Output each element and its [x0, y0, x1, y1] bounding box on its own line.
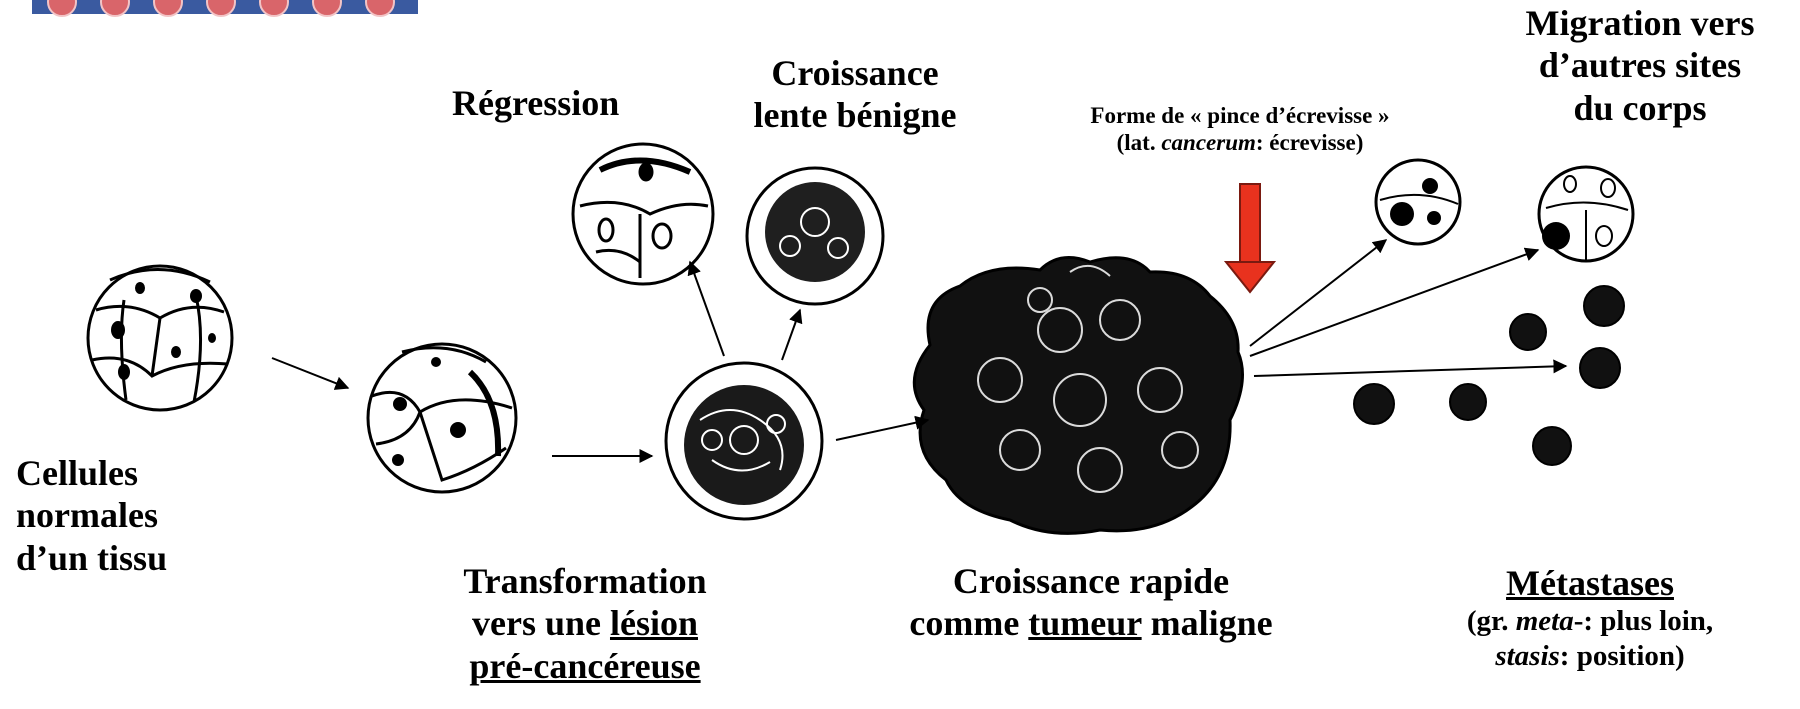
transformation-line-3: pré-cancéreuse: [420, 645, 750, 687]
metastases-line-2: (gr. meta-: plus loin,: [1400, 604, 1780, 638]
metastases-line-2-post: -: plus loin,: [1574, 605, 1713, 637]
transforming-cells-illustration: [368, 344, 516, 492]
transformation-line-2: vers une lésion: [420, 602, 750, 644]
label-benign-growth: Croissance lente bénigne: [720, 52, 990, 137]
label-normal-cells: Cellules normales d’un tissu: [16, 452, 167, 579]
label-crab-shape: Forme de « pince d’écrevisse » (lat. can…: [1010, 102, 1470, 156]
metastases-line-2-pre: (gr.: [1467, 605, 1516, 637]
transformation-lesion-term: lésion: [610, 603, 698, 643]
metastases-line-3-post: : position): [1560, 640, 1685, 672]
metastases-stasis-term: stasis: [1495, 640, 1559, 672]
logo-icon: [32, 0, 418, 16]
benign-growth-illustration: [747, 168, 883, 304]
malignant-line-1: Croissance rapide: [866, 560, 1316, 602]
transformation-line-1: Transformation: [420, 560, 750, 602]
malignant-tumour-term: tumeur: [1028, 603, 1141, 643]
metastases-line-3: stasis: position): [1400, 639, 1780, 673]
normal-cells-line-2: normales: [16, 494, 167, 536]
regression-text: Régression: [452, 83, 619, 123]
metastatic-cells-small: [1354, 286, 1624, 465]
label-transformation: Transformation vers une lésion pré-cancé…: [420, 560, 750, 687]
precancerous-lesion-illustration: [666, 363, 822, 519]
crab-line-2-pre: (lat.: [1117, 130, 1162, 155]
migration-line-3: du corps: [1480, 87, 1800, 129]
down-arrow-icon: [1226, 184, 1274, 292]
transformation-line-2-text: vers une: [472, 603, 610, 643]
malignant-line-2-post: maligne: [1142, 603, 1273, 643]
normal-cells-line-3: d’un tissu: [16, 537, 167, 579]
metastases-title: Métastases: [1400, 562, 1780, 604]
benign-line-2: lente bénigne: [720, 94, 990, 136]
label-metastases: Métastases (gr. meta-: plus loin, stasis…: [1400, 562, 1780, 673]
malignant-line-2-pre: comme: [909, 603, 1028, 643]
regression-illustration: [573, 144, 713, 284]
crab-line-1: Forme de « pince d’écrevisse »: [1010, 102, 1470, 129]
label-malignant-growth: Croissance rapide comme tumeur maligne: [866, 560, 1316, 645]
migration-line-2: d’autres sites: [1480, 44, 1800, 86]
malignant-tumour-illustration: [914, 258, 1242, 534]
metastatic-cell-large-2: [1539, 167, 1633, 261]
crab-line-2-post: : écrevisse): [1256, 130, 1364, 155]
benign-line-1: Croissance: [720, 52, 990, 94]
crab-latin-term: cancerum: [1161, 130, 1256, 155]
normal-cells-line-1: Cellules: [16, 452, 167, 494]
migration-line-1: Migration vers: [1480, 2, 1800, 44]
metastases-greek-term: meta: [1516, 605, 1574, 637]
malignant-line-2: comme tumeur maligne: [866, 602, 1316, 644]
label-regression: Régression: [452, 82, 619, 124]
metastatic-cell-large-1: [1376, 160, 1460, 244]
normal-cells-illustration: [88, 266, 232, 410]
label-migration: Migration vers d’autres sites du corps: [1480, 2, 1800, 129]
crab-line-2: (lat. cancerum: écrevisse): [1010, 129, 1470, 156]
